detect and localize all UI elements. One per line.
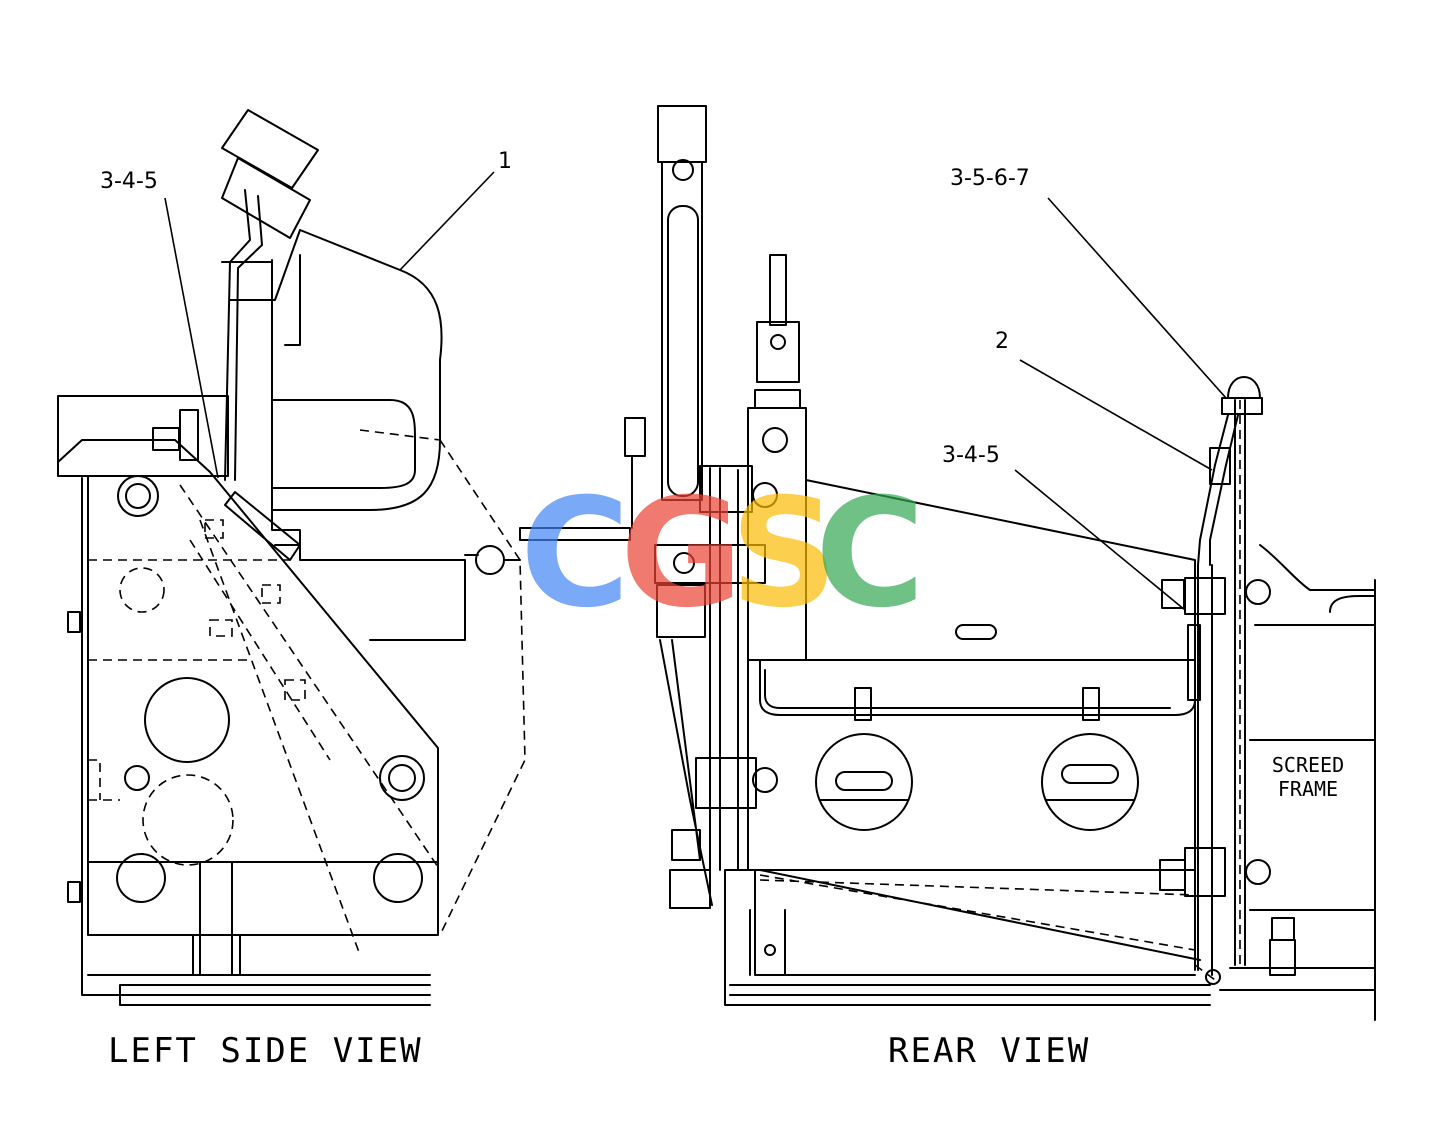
callout-rear-group-mid: 3-4-5 [942,443,1000,468]
watermark-letter-c2: C [815,467,925,641]
callout-item-1: 1 [498,149,512,174]
callout-left-group: 3-4-5 [100,169,158,194]
left-side-view-title: LEFT SIDE VIEW [108,1031,423,1071]
callout-item-2: 2 [995,329,1009,354]
watermark-letter-g: G [620,467,743,641]
rear-view [519,105,1376,1021]
rear-view-title: REAR VIEW [888,1031,1090,1071]
watermark-letter-s: S [730,467,838,641]
watermark-logo: C G S C [520,467,925,641]
screed-frame-label-line2: FRAME [1278,777,1338,801]
callout-rear-group-top: 3-5-6-7 [950,166,1030,191]
screed-frame-label-line1: SCREED [1272,753,1344,777]
callout-leaders [164,171,1227,611]
left-side-view [57,109,526,1006]
watermark-letter-c1: C [520,467,630,641]
